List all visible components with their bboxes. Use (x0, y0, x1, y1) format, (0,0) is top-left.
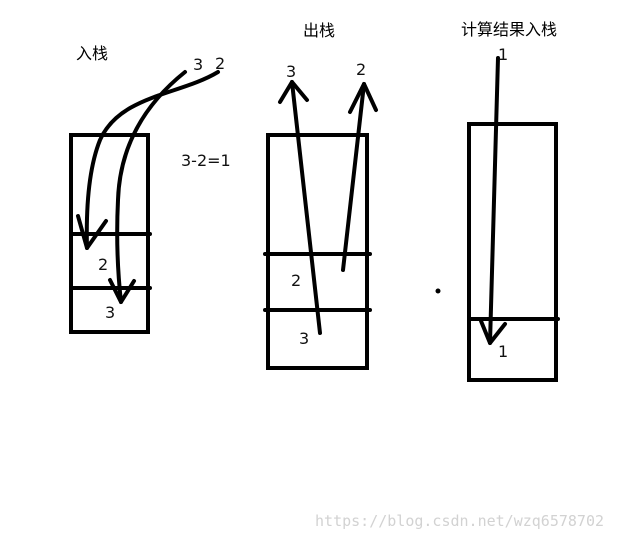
pop-arrow-2-head (348, 82, 378, 114)
push-incoming-2: 2 (215, 54, 225, 73)
result-arrow-head (479, 319, 507, 345)
push-cell-2: 2 (98, 255, 108, 274)
push-arrow-3 (115, 70, 187, 304)
stray-dot (435, 288, 441, 294)
result-title: 计算结果入栈 (461, 20, 557, 39)
pop-arrow-3-head (278, 80, 309, 104)
result-arrow (488, 56, 500, 345)
result-stack-box (467, 122, 558, 382)
result-incoming-1: 1 (498, 45, 508, 64)
pop-stack-box (266, 133, 369, 370)
push-stage: 入栈 3 2 3-2=1 2 3 (69, 44, 231, 334)
push-cell-3: 3 (105, 303, 115, 322)
pop-cell-3: 3 (299, 329, 309, 348)
result-stage: 计算结果入栈 1 1 (461, 20, 560, 382)
result-cell-1: 1 (498, 342, 508, 361)
push-expression: 3-2=1 (181, 151, 231, 170)
pop-outgoing-3: 3 (286, 62, 296, 81)
push-title: 入栈 (76, 44, 108, 63)
pop-outgoing-2: 2 (356, 60, 366, 79)
pop-stage: 出栈 3 2 2 3 (263, 21, 378, 370)
pop-arrow-2 (341, 82, 366, 272)
pop-arrow-3 (290, 80, 322, 335)
push-incoming-3: 3 (193, 55, 203, 74)
watermark: https://blog.csdn.net/wzq6578702 (315, 512, 604, 530)
push-arrow-2 (84, 70, 220, 250)
push-arrow-2-head (76, 214, 108, 250)
pop-cell-2: 2 (291, 271, 301, 290)
push-arrow-3-head (108, 278, 136, 304)
pop-title: 出栈 (303, 21, 335, 40)
